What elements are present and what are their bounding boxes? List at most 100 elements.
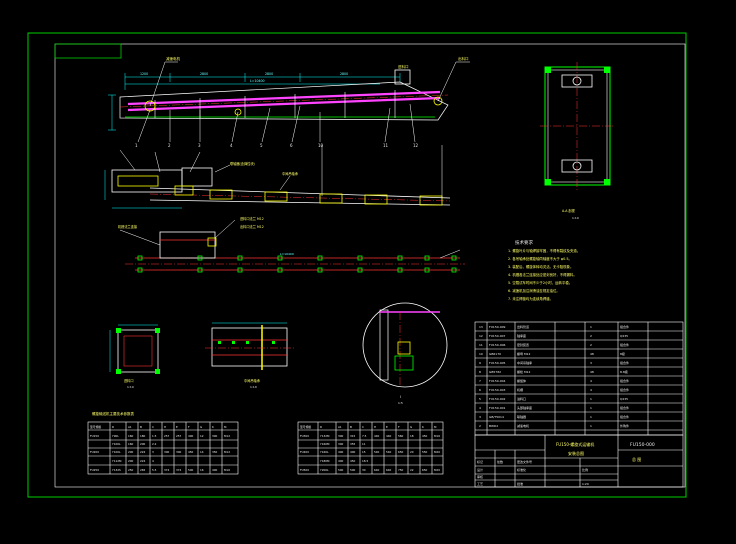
svg-text:D: D [112, 425, 114, 429]
svg-text:2. 各吊轴承处螺旋轴同轴度不大于 φ0.5。: 2. 各吊轴承处螺旋轴同轴度不大于 φ0.5。 [508, 256, 572, 261]
svg-text:4: 4 [590, 388, 592, 392]
svg-text:中间吊轴承: 中间吊轴承 [517, 360, 532, 365]
svg-text:350: 350 [212, 450, 218, 454]
svg-text:减速电机: 减速电机 [166, 56, 180, 61]
svg-text:F: F [188, 425, 190, 429]
svg-text:750: 750 [398, 468, 404, 472]
svg-text:组合件: 组合件 [620, 405, 629, 410]
svg-text:M: M [434, 425, 437, 429]
svg-text:螺母 M12: 螺母 M12 [517, 351, 530, 356]
svg-text:1:10: 1:10 [127, 385, 134, 389]
svg-text:组合件: 组合件 [620, 360, 629, 365]
svg-text:3: 3 [479, 415, 481, 419]
svg-text:400: 400 [350, 450, 356, 454]
svg-text:Y100L: Y100L [112, 450, 121, 454]
svg-text:组合件: 组合件 [620, 387, 629, 392]
svg-text:I: I [400, 395, 401, 399]
svg-text:200: 200 [140, 442, 146, 446]
svg-text:440: 440 [386, 434, 392, 438]
svg-text:C: C [362, 425, 364, 429]
svg-text:中间吊轴承: 中间吊轴承 [244, 378, 261, 383]
svg-text:650: 650 [422, 468, 428, 472]
svg-text:13: 13 [479, 325, 483, 329]
svg-text:48: 48 [590, 370, 594, 374]
svg-text:K: K [422, 425, 424, 429]
svg-text:Y160M: Y160M [320, 442, 330, 446]
svg-text:1: 1 [590, 325, 592, 329]
svg-text:2: 2 [479, 424, 481, 428]
svg-text:12: 12 [479, 334, 483, 338]
svg-text:400: 400 [338, 450, 344, 454]
svg-text:FU200: FU200 [90, 450, 99, 454]
svg-text:1: 1 [590, 424, 592, 428]
svg-text:H: H [374, 425, 376, 429]
svg-text:GB/T5014: GB/T5014 [489, 415, 504, 419]
svg-text:出料管道: 出料管道 [517, 324, 529, 329]
svg-text:进料口: 进料口 [517, 396, 526, 401]
svg-text:4. 机槽各法兰连接处应密封良好，不得漏料。: 4. 机槽各法兰连接处应密封良好，不得漏料。 [508, 272, 577, 277]
svg-text:轴承座: 轴承座 [517, 333, 526, 338]
svg-text:300: 300 [338, 434, 344, 438]
svg-text:3. 装配后，螺旋体转动灵活，无卡阻现象。: 3. 装配后，螺旋体转动灵活，无卡阻现象。 [508, 264, 573, 269]
svg-text:工艺: 工艺 [477, 481, 483, 486]
svg-text:M: M [224, 425, 227, 429]
svg-text:6: 6 [479, 388, 481, 392]
svg-text:1: 1 [590, 397, 592, 401]
svg-text:联轴器(含弹性块): 联轴器(含弹性块) [230, 161, 255, 166]
svg-text:8.8级: 8.8级 [620, 369, 628, 374]
svg-text:螺栓 M12: 螺栓 M12 [517, 369, 530, 374]
spec-table-left-title: 螺旋输送机主要技术参数表 [92, 411, 134, 416]
svg-text:180: 180 [140, 434, 146, 438]
svg-text:300: 300 [164, 450, 170, 454]
svg-text:500: 500 [188, 468, 194, 472]
title-block [474, 434, 684, 488]
svg-text:螺旋体: 螺旋体 [517, 378, 526, 383]
svg-text:减速电机: 减速电机 [517, 423, 529, 428]
svg-text:出料口法兰 M12: 出料口法兰 M12 [240, 224, 264, 229]
svg-text:更改文件号: 更改文件号 [517, 459, 532, 464]
svg-text:外购件: 外购件 [620, 423, 629, 428]
svg-text:头部轴承座: 头部轴承座 [517, 405, 532, 410]
svg-text:450: 450 [350, 459, 356, 463]
svg-text:B: B [140, 425, 142, 429]
svg-text:FU150-006: FU150-006 [489, 343, 506, 347]
drawing-number: FU150-000 [630, 442, 655, 448]
svg-text:550: 550 [422, 450, 428, 454]
svg-text:4: 4 [479, 406, 481, 410]
svg-text:Q235: Q235 [620, 397, 628, 401]
detail-view-inlet: 进料口 1:10 [109, 324, 160, 389]
svg-text:G: G [200, 425, 202, 429]
svg-text:500: 500 [338, 468, 344, 472]
svg-text:10: 10 [479, 352, 483, 356]
svg-text:M16: M16 [224, 468, 230, 472]
svg-text:L=10400: L=10400 [280, 252, 294, 256]
svg-text:2800: 2800 [200, 72, 208, 76]
svg-text:2: 2 [590, 334, 592, 338]
drawing-material: 总 图 [632, 456, 641, 462]
svg-text:7.5: 7.5 [362, 434, 367, 438]
svg-text:F: F [398, 425, 400, 429]
svg-text:11: 11 [362, 442, 366, 446]
svg-text:1:5: 1:5 [398, 401, 403, 405]
svg-text:265: 265 [140, 468, 146, 472]
svg-text:5.5: 5.5 [152, 468, 157, 472]
svg-text:540: 540 [386, 450, 392, 454]
svg-text:11: 11 [479, 343, 483, 347]
drawing-frame [27, 32, 687, 498]
svg-text:Q235: Q235 [620, 334, 628, 338]
svg-text:355: 355 [350, 442, 356, 446]
svg-text:型号规格: 型号规格 [300, 425, 311, 429]
svg-text:处数: 处数 [497, 459, 503, 464]
svg-text:224: 224 [140, 459, 146, 463]
svg-text:4: 4 [230, 143, 233, 148]
svg-text:组合件: 组合件 [620, 378, 629, 383]
main-elevation-view: 1200 2800 2800 2800 L=10400 [108, 56, 470, 148]
svg-text:9: 9 [479, 361, 481, 365]
svg-text:组合件: 组合件 [620, 414, 629, 419]
svg-text:3: 3 [590, 361, 592, 365]
svg-text:200: 200 [128, 450, 134, 454]
svg-text:1: 1 [590, 406, 592, 410]
svg-text:1: 1 [590, 415, 592, 419]
svg-text:标记: 标记 [477, 459, 483, 464]
svg-text:FU150-004: FU150-004 [489, 379, 506, 383]
